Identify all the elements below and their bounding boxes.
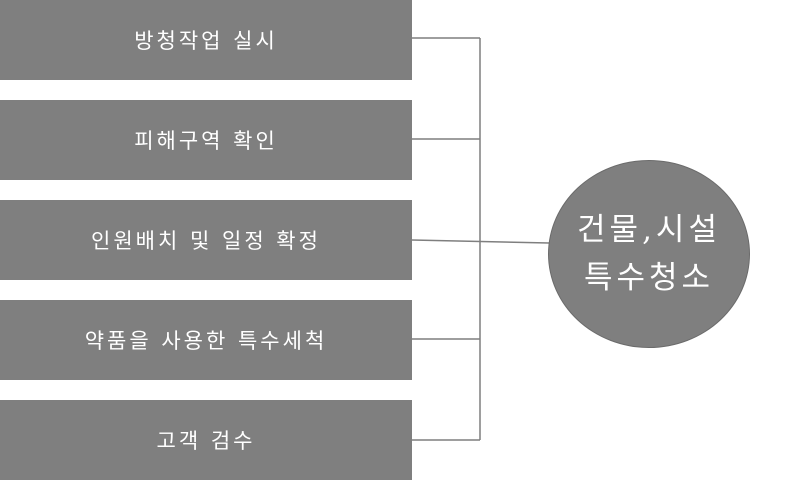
step-box-staffing-schedule: 인원배치 및 일정 확정 xyxy=(0,200,412,280)
goal-line-1: 건물,시설 xyxy=(577,212,721,248)
step-label: 약품을 사용한 특수세척 xyxy=(84,329,328,353)
step-box-customer-inspection: 고객 검수 xyxy=(0,400,412,480)
step-box-rust-prevention: 방청작업 실시 xyxy=(0,0,412,80)
goal-line-2: 특수청소 xyxy=(583,260,715,296)
step-box-chemical-cleaning: 약품을 사용한 특수세척 xyxy=(0,300,412,380)
step-label: 인원배치 및 일정 확정 xyxy=(91,229,321,253)
step-label: 고객 검수 xyxy=(156,429,256,453)
connector-to-goal xyxy=(411,239,550,244)
goal-ellipse-building-special-cleaning: 건물,시설 특수청소 xyxy=(548,160,750,348)
step-box-damage-area-check: 피해구역 확인 xyxy=(0,100,412,180)
step-label: 피해구역 확인 xyxy=(134,129,278,153)
step-label: 방청작업 실시 xyxy=(134,29,278,53)
